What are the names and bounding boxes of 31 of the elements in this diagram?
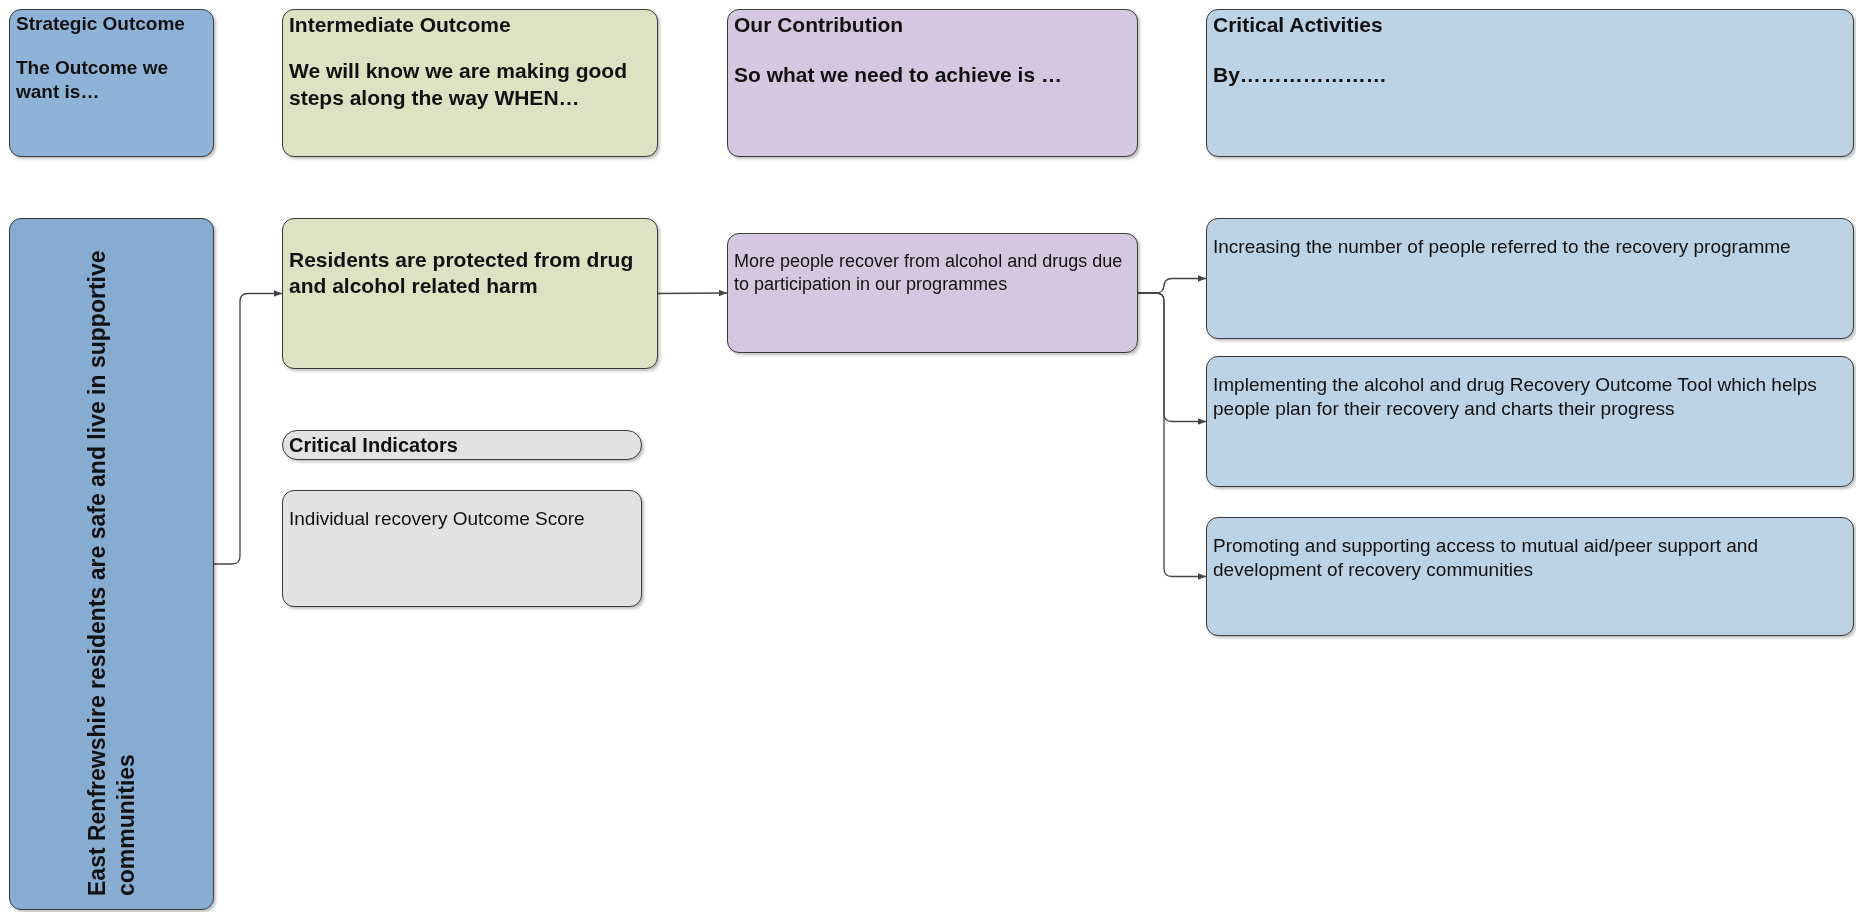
prompt-text: By………………… [1213, 62, 1388, 89]
outcome-box [282, 218, 658, 369]
prompt-text: So what we need to achieve is … [734, 62, 1063, 89]
heading-text: Our Contribution [734, 12, 905, 38]
header-box [282, 9, 658, 157]
heading-text: Intermediate Outcome [289, 12, 512, 38]
arrow [213, 290, 283, 565]
header-box [727, 9, 1138, 157]
box-text: Residents are protected from drug and alcohol related harm [289, 247, 635, 300]
heading-text: Strategic Outcome [16, 12, 186, 36]
header-box [9, 9, 214, 157]
activity-box [1206, 356, 1854, 487]
heading-text: Critical Indicators [289, 432, 458, 458]
header-box [1206, 9, 1854, 157]
box-text: Implementing the alcohol and drug Recovery Outcome Tool which helps people plan for their recovery and charts their progress [1213, 373, 1818, 421]
contribution-box [727, 233, 1138, 353]
indicator-box [282, 490, 642, 607]
box-text: More people recover from alcohol and drugs due to participation in our programmes [734, 250, 1124, 295]
prompt-text: We will know we are making good steps along the way WHEN… [289, 58, 628, 111]
box-text: Promoting and supporting access to mutual aid/peer support and development of recovery communities [1213, 534, 1759, 582]
heading-text: Critical Activities [1213, 12, 1384, 38]
arrow [657, 289, 728, 297]
arrow [1137, 292, 1207, 580]
indicator-heading [282, 430, 642, 460]
box-text: Increasing the number of people referred to the recovery programme [1213, 235, 1792, 259]
box-text: Individual recovery Outcome Score [289, 507, 586, 531]
activity-box [1206, 218, 1854, 339]
outcome-box [9, 218, 214, 910]
outcome-text: East Renfrewshire residents are safe and live in supportive communities [82, 249, 140, 896]
prompt-text: The Outcome we want is… [16, 55, 170, 104]
activity-box [1206, 517, 1854, 636]
